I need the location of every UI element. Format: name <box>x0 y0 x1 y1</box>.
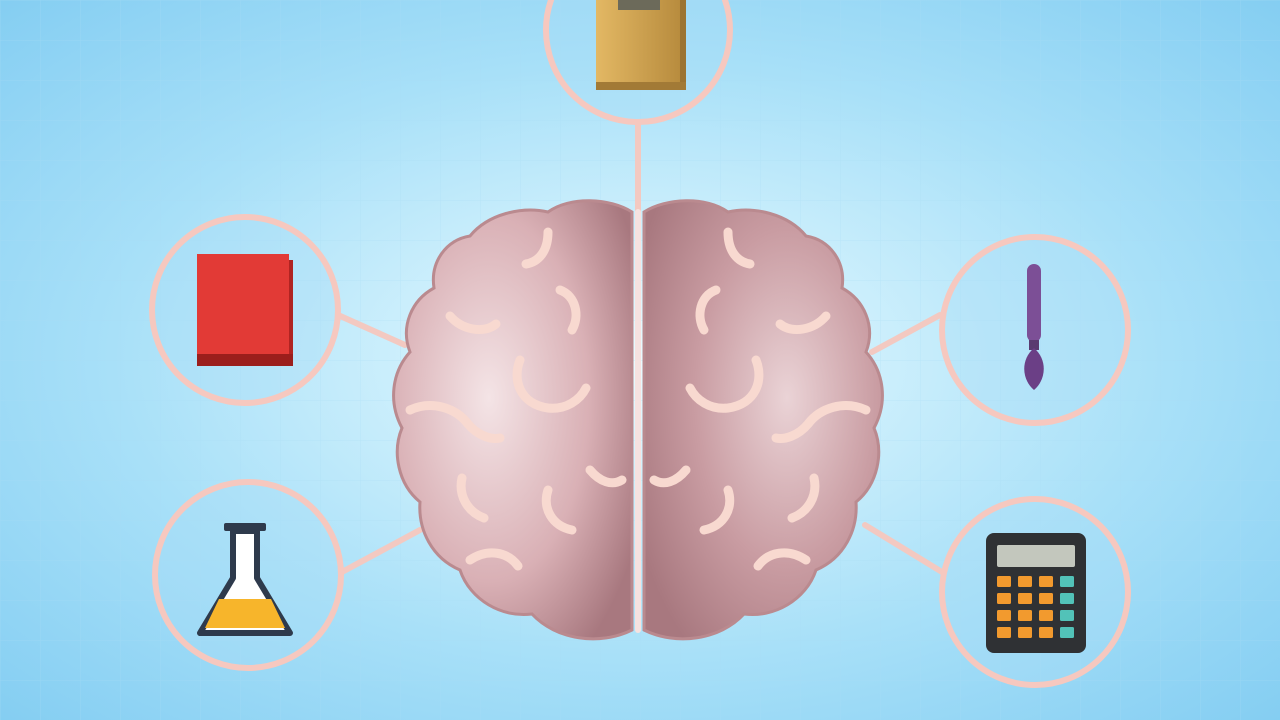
calculator-key <box>997 593 1011 604</box>
calculator-key <box>1039 593 1053 604</box>
calculator-key <box>1039 627 1053 638</box>
calculator-key <box>997 627 1011 638</box>
brain-folds-right <box>649 227 871 571</box>
calculator-key <box>1060 593 1074 604</box>
calculator-key <box>1018 593 1032 604</box>
tablet-device-icon <box>596 0 686 90</box>
connector-upper-right <box>869 312 943 355</box>
connector-lower-right <box>862 522 945 575</box>
paintbrush-icon <box>1024 264 1044 390</box>
connector-lower-left <box>339 527 423 575</box>
calculator-key <box>1060 576 1074 587</box>
brain-folds-left <box>405 227 627 571</box>
calculator-key <box>1060 627 1074 638</box>
calculator-key <box>1018 627 1032 638</box>
calculator-key <box>1039 610 1053 621</box>
calculator-key <box>1018 610 1032 621</box>
calculator-key <box>1039 576 1053 587</box>
connector-lines <box>335 122 945 575</box>
calculator-key <box>1060 610 1074 621</box>
calculator-key <box>1018 576 1032 587</box>
calculator-key <box>997 610 1011 621</box>
calculator-icon <box>986 533 1086 653</box>
connector-upper-left <box>335 312 408 348</box>
calculator-key <box>997 576 1011 587</box>
brain-icon <box>392 199 884 641</box>
calculator-keys <box>997 576 1074 638</box>
book-icon <box>197 254 293 366</box>
flask-icon <box>197 523 293 636</box>
